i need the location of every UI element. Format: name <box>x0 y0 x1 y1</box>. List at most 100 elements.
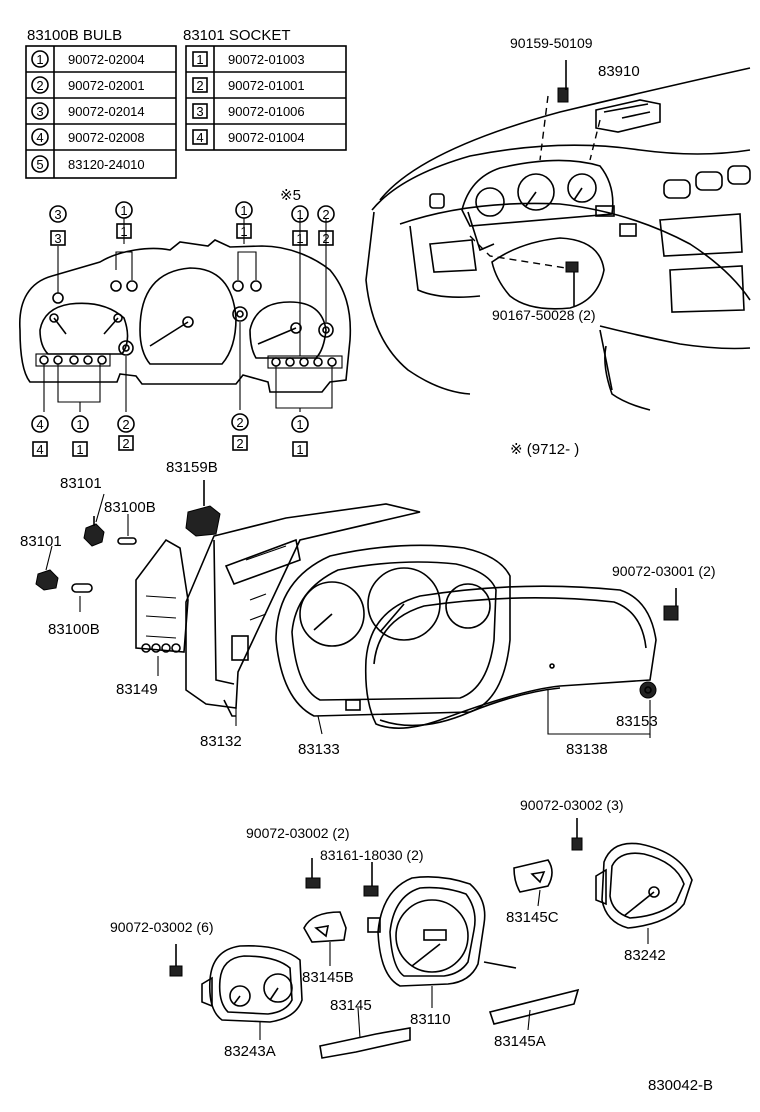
svg-text:2: 2 <box>236 436 243 451</box>
cluster-front-outline <box>19 239 352 393</box>
svg-text:1: 1 <box>76 417 83 432</box>
bulb-mark: 1 <box>36 52 43 67</box>
label-combo: 83243A <box>224 1043 276 1060</box>
label-bulb-a: 83100B <box>104 499 156 516</box>
map-mark: 2 <box>232 435 248 451</box>
socket-table-title: 83101 SOCKET <box>183 27 291 44</box>
map-mark: 3 <box>49 205 67 223</box>
map-mark: 1 <box>71 415 89 433</box>
svg-text:2: 2 <box>236 415 243 430</box>
label-cover: 83145 <box>330 997 372 1014</box>
label-speedo: 83110 <box>410 1011 451 1028</box>
svg-text:2: 2 <box>122 417 129 432</box>
label-bolt-top: 90159-50109 <box>510 35 593 51</box>
bulb-holder-icon <box>185 480 221 537</box>
bulb-table-row: 1 90072-02004 <box>31 50 145 68</box>
bolt-icon <box>565 261 579 306</box>
socket-mark: 3 <box>196 104 203 119</box>
label-lens: 83138 <box>566 741 608 758</box>
map-mark: 1 <box>292 441 308 457</box>
label-cover-b: 83145B <box>302 969 354 986</box>
map-mark: 1 <box>291 415 309 433</box>
bulb-table-row: 5 83120-24010 <box>31 155 145 173</box>
bulb-table: 83100B BULB 1 90072-02004 2 90072-02001 … <box>25 27 177 179</box>
label-bulb-holder: 83159B <box>166 459 218 476</box>
label-plate: 83133 <box>298 741 340 758</box>
socket-icon <box>35 569 59 591</box>
socket-table-row: 4 90072-01004 <box>192 129 305 145</box>
bulb-table-title: 83100B BULB <box>27 27 122 44</box>
label-socket-b: 83101 <box>20 533 62 550</box>
socket-mark: 2 <box>196 78 203 93</box>
svg-text:※5: ※5 <box>280 187 301 204</box>
map-mark: 1 <box>235 201 253 219</box>
map-mark: 2 <box>117 415 135 433</box>
socket-mark: 1 <box>196 52 203 67</box>
svg-text:1: 1 <box>120 224 127 239</box>
dashboard-view: 90159-50109 83910 90167-50028 (2) ※ (971… <box>365 35 751 458</box>
map-mark: 3 <box>50 230 66 246</box>
screw-icon <box>571 818 583 851</box>
svg-text:1: 1 <box>296 231 303 246</box>
label-screw-2: 90072-03002 (2) <box>246 825 350 841</box>
socket-table-row: 1 90072-01003 <box>192 51 305 67</box>
socket-part-number: 90072-01006 <box>228 104 305 119</box>
label-bulb-b: 83100B <box>48 621 100 638</box>
label-screw-83161: 83161-18030 (2) <box>320 847 424 863</box>
label-knob: 83153 <box>616 713 658 730</box>
gauge-parts: 90072-03002 (3) 90072-03002 (2) 83161-18… <box>110 797 693 1060</box>
knob-icon <box>639 681 657 699</box>
socket-icon <box>83 516 105 547</box>
bulb-part-number: 90072-02008 <box>68 130 145 145</box>
label-bolt-bottom: 90167-50028 (2) <box>492 307 596 323</box>
bulb-table-row: 4 90072-02008 <box>31 128 145 146</box>
svg-text:1: 1 <box>296 207 303 222</box>
map-mark: 2 <box>318 230 334 246</box>
bulb-part-number: 90072-02014 <box>68 104 145 119</box>
map-mark: 4 <box>32 441 48 457</box>
label-board: 83149 <box>116 681 158 698</box>
exploded-cluster: 83159B 83101 83100B 83101 83100B 83149 8… <box>20 459 716 758</box>
map-mark: 1 <box>115 201 133 219</box>
socket-part-number: 90072-01001 <box>228 78 305 93</box>
bulb-icon <box>117 537 137 545</box>
label-note: ※ (9712- ) <box>510 441 579 458</box>
bulb-part-number: 90072-02004 <box>68 52 145 67</box>
label-case: 83132 <box>200 733 242 750</box>
bulb-mark: 4 <box>36 130 43 145</box>
bulb-mark: 3 <box>36 104 43 119</box>
svg-text:1: 1 <box>240 224 247 239</box>
bulb-icon <box>71 583 93 593</box>
socket-part-number: 90072-01003 <box>228 52 305 67</box>
svg-text:3: 3 <box>54 207 61 222</box>
map-mark: 1 <box>72 441 88 457</box>
bulb-part-number: 90072-02001 <box>68 78 145 93</box>
svg-text:1: 1 <box>296 417 303 432</box>
svg-text:2: 2 <box>322 207 329 222</box>
svg-text:4: 4 <box>36 442 43 457</box>
map-mark: ※5 <box>280 187 301 204</box>
label-screw-3: 90072-03002 (3) <box>520 797 624 813</box>
map-mark: 1 <box>116 223 132 239</box>
socket-mark: 4 <box>196 130 203 145</box>
svg-text:1: 1 <box>120 203 127 218</box>
bulb-mark: 2 <box>36 78 43 93</box>
label-socket-a: 83101 <box>60 475 102 492</box>
label-tach: 83242 <box>624 947 666 964</box>
svg-text:3: 3 <box>54 231 61 246</box>
label-cover-a: 83145A <box>494 1033 546 1050</box>
svg-text:1: 1 <box>240 203 247 218</box>
screw-icon <box>363 862 379 897</box>
diagram-reference: 830042-B <box>648 1077 713 1094</box>
label-screw: 90072-03001 (2) <box>612 563 716 579</box>
bulb-mark: 5 <box>36 157 43 172</box>
map-mark: 2 <box>231 413 249 431</box>
svg-text:1: 1 <box>296 442 303 457</box>
screw-icon <box>663 588 679 621</box>
map-mark: 4 <box>31 415 49 433</box>
bulb-table-row: 3 90072-02014 <box>31 102 145 120</box>
svg-text:4: 4 <box>36 417 43 432</box>
map-mark: 1 <box>291 205 309 223</box>
bulb-part-number: 83120-24010 <box>68 157 145 172</box>
svg-text:1: 1 <box>76 442 83 457</box>
